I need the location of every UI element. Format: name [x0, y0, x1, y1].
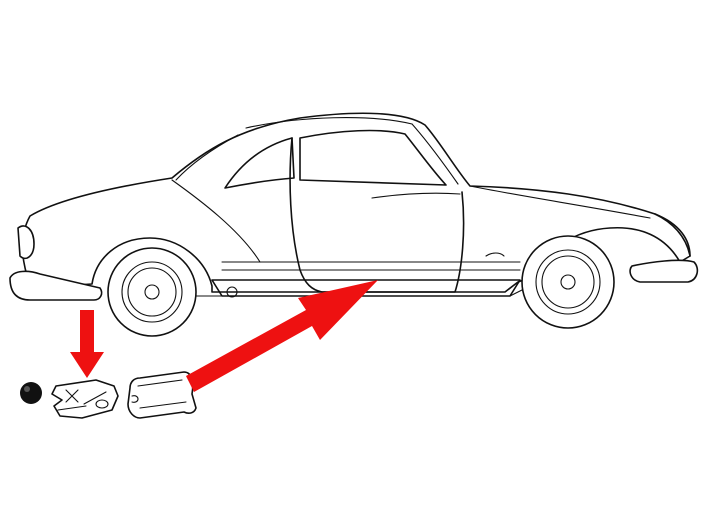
parts-group: [20, 371, 197, 419]
jack-point: [226, 286, 238, 298]
rear-bumper: [9, 270, 103, 301]
front-fender-line: [469, 185, 651, 219]
windshield-line: [411, 123, 459, 185]
rear-fender-line: [171, 179, 261, 263]
door-handle: [485, 252, 505, 257]
rear-quarter-window-line: [175, 134, 239, 181]
rear-wheel: [107, 247, 197, 337]
rubber-grommet-icon: [20, 382, 42, 404]
car-body-outline: [21, 112, 691, 293]
trim-molding-section-icon: [127, 371, 197, 419]
arrows-group: [70, 280, 378, 392]
roof-inner-line: [245, 117, 413, 129]
trim-clip-icon: [51, 379, 119, 419]
arrow-to-body-molding: [186, 280, 378, 392]
rear-taillight: [17, 225, 35, 260]
arrow-down-to-clip: [70, 310, 104, 378]
car-side-view: [9, 112, 699, 337]
door-crease: [371, 192, 461, 199]
underbody-line: [195, 289, 523, 297]
door-outline: [289, 137, 465, 293]
door-window: [299, 129, 447, 186]
front-nose: [654, 213, 691, 257]
front-bumper: [629, 259, 699, 283]
front-wheel: [521, 235, 615, 329]
